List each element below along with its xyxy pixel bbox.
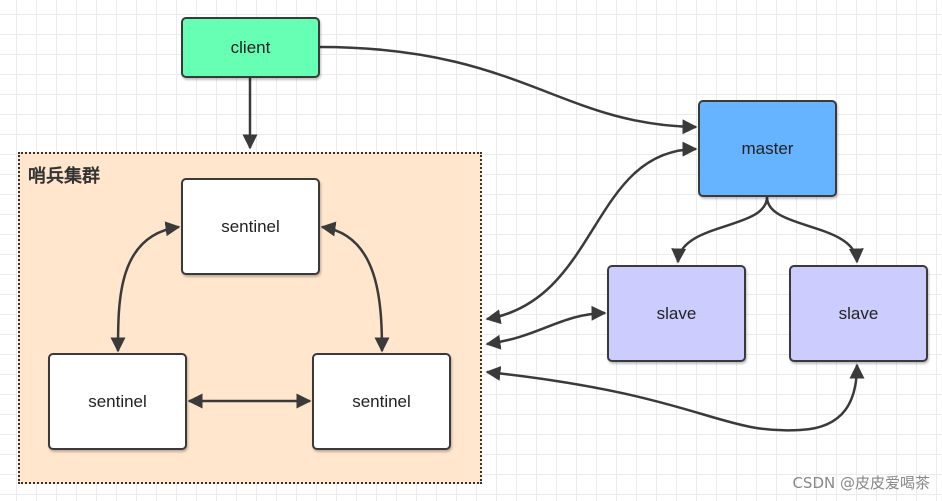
edge-cluster-slave1 [485, 305, 607, 350]
slave-node-2: slave [789, 265, 928, 362]
client-node: client [181, 17, 320, 78]
edge-cluster-master [485, 141, 698, 325]
edge-master-to-slave2 [765, 196, 864, 264]
edge-master-to-slave1 [671, 196, 769, 264]
sentinel-node-left: sentinel [48, 353, 187, 450]
cluster-label: 哨兵集群 [28, 166, 100, 187]
edge-client-to-master [319, 45, 698, 135]
sentinel-node-top: sentinel [181, 178, 320, 275]
edge-cluster-slave2 [485, 363, 865, 432]
slave-node-1: slave [607, 265, 746, 362]
watermark: CSDN @皮皮爱喝茶 [792, 474, 930, 492]
master-node: master [698, 100, 837, 197]
edge-sentinel-top-right [320, 221, 390, 353]
edge-sentinel-top-left [110, 221, 181, 353]
sentinel-node-right: sentinel [312, 353, 451, 450]
